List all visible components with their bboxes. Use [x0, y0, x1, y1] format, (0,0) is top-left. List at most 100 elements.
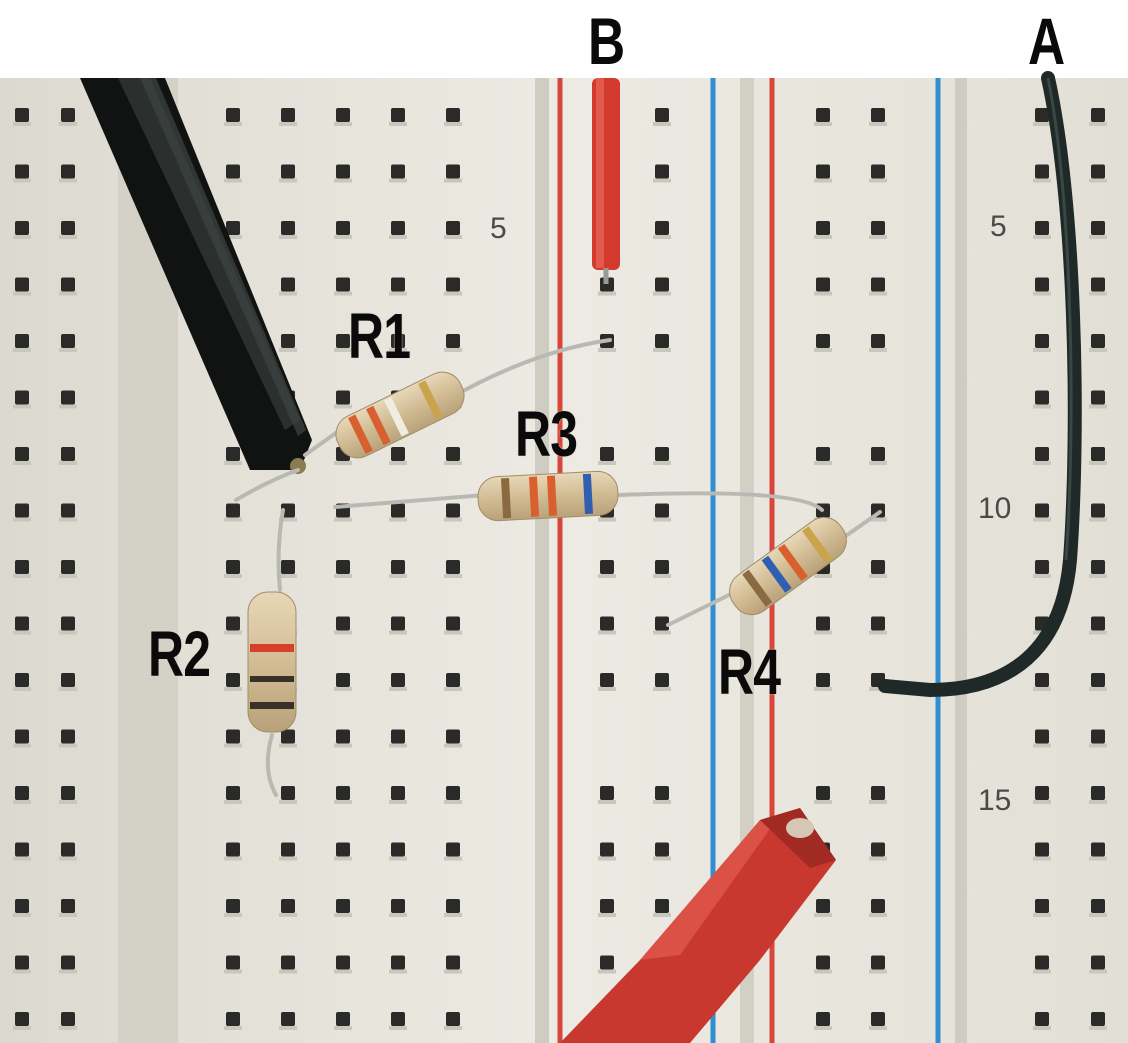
hole-shadow — [1033, 969, 1051, 974]
breadboard-hole — [446, 955, 460, 970]
breadboard-hole — [226, 164, 240, 179]
hole-shadow — [444, 630, 462, 635]
hole-shadow — [59, 969, 77, 974]
hole-shadow — [1033, 574, 1051, 578]
breadboard-hole — [336, 786, 350, 800]
breadboard-hole — [1091, 277, 1105, 292]
breadboard-hole — [1035, 729, 1049, 744]
breadboard-hole — [600, 899, 614, 913]
hole-shadow — [1033, 348, 1051, 352]
breadboard-hole — [226, 673, 240, 687]
hole-shadow — [814, 291, 832, 296]
row-number-right-15: 15 — [978, 784, 1012, 817]
hole-shadow — [59, 178, 77, 183]
breadboard-hole — [1091, 560, 1105, 574]
breadboard-hole — [61, 616, 75, 631]
breadboard-hole — [1035, 899, 1049, 913]
hole-shadow — [598, 291, 616, 296]
breadboard-hole — [61, 334, 75, 348]
breadboard-hole — [391, 503, 405, 518]
hole-shadow — [279, 856, 297, 861]
resistor-r4 — [729, 516, 847, 616]
breadboard-hole — [281, 503, 295, 518]
breadboard-hole — [336, 899, 350, 913]
hole-shadow — [444, 235, 462, 239]
breadboard-hole — [15, 221, 29, 235]
breadboard-hole — [391, 616, 405, 631]
breadboard-hole — [391, 842, 405, 857]
breadboard-hole — [1091, 221, 1105, 235]
breadboard-hole — [816, 899, 830, 913]
breadboard-hole — [600, 447, 614, 461]
hole-shadow — [598, 856, 616, 861]
breadboard-hole — [1091, 842, 1105, 857]
breadboard-hole — [1035, 390, 1049, 405]
breadboard-hole — [281, 729, 295, 744]
r2-label: R2 — [148, 618, 211, 690]
node-a-label: A — [1028, 4, 1065, 78]
breadboard-hole — [446, 899, 460, 913]
breadboard-hole — [281, 955, 295, 970]
breadboard-hole — [281, 221, 295, 235]
hole-shadow — [444, 687, 462, 691]
hole-shadow — [334, 461, 352, 465]
breadboard-hole — [61, 390, 75, 405]
breadboard-hole — [391, 164, 405, 179]
breadboard-hole — [446, 503, 460, 518]
hole-shadow — [598, 461, 616, 465]
hole-shadow — [389, 574, 407, 578]
hole-shadow — [1089, 687, 1107, 691]
hole-shadow — [224, 913, 242, 917]
breadboard-hole — [61, 447, 75, 461]
breadboard-hole — [655, 842, 669, 857]
hole-shadow — [334, 517, 352, 522]
breadboard-hole — [600, 616, 614, 631]
breadboard-hole — [391, 899, 405, 913]
hole-shadow — [1089, 743, 1107, 748]
resistor-r1 — [335, 371, 465, 459]
hole-shadow — [1089, 461, 1107, 465]
breadboard-hole — [1091, 955, 1105, 970]
hole-shadow — [224, 1026, 242, 1030]
breadboard-hole — [446, 673, 460, 687]
breadboard-hole — [1091, 673, 1105, 687]
hole-shadow — [279, 800, 297, 804]
hole-shadow — [814, 235, 832, 239]
breadboard-hole — [816, 108, 830, 122]
hole-shadow — [334, 178, 352, 183]
hole-shadow — [13, 743, 31, 748]
hole-shadow — [1089, 291, 1107, 296]
hole-shadow — [389, 348, 407, 352]
breadboard-hole — [1035, 503, 1049, 518]
center-channel-right — [740, 78, 754, 1043]
hole-shadow — [1089, 630, 1107, 635]
breadboard-hole — [336, 277, 350, 292]
hole-shadow — [224, 630, 242, 635]
breadboard-hole — [871, 616, 885, 631]
breadboard-hole — [281, 899, 295, 913]
breadboard-hole — [1091, 164, 1105, 179]
hole-shadow — [1033, 687, 1051, 691]
hole-shadow — [334, 404, 352, 409]
breadboard-hole — [871, 277, 885, 292]
r3-label: R3 — [515, 398, 578, 470]
hole-shadow — [13, 913, 31, 917]
hole-shadow — [279, 235, 297, 239]
breadboard-hole — [226, 503, 240, 518]
breadboard-hole — [226, 955, 240, 970]
breadboard-hole — [61, 899, 75, 913]
breadboard-hole — [655, 899, 669, 913]
alligator-clip-icon — [560, 808, 836, 1043]
hole-shadow — [279, 574, 297, 578]
hole-shadow — [1033, 1026, 1051, 1030]
breadboard-hole — [446, 334, 460, 348]
hole-shadow — [279, 969, 297, 974]
hole-shadow — [598, 348, 616, 352]
hole-shadow — [334, 856, 352, 861]
hole-shadow — [814, 687, 832, 691]
breadboard-hole — [1035, 447, 1049, 461]
hole-shadow — [653, 913, 671, 917]
breadboard-hole — [226, 221, 240, 235]
hole-shadow — [59, 348, 77, 352]
hole-shadow — [13, 630, 31, 635]
